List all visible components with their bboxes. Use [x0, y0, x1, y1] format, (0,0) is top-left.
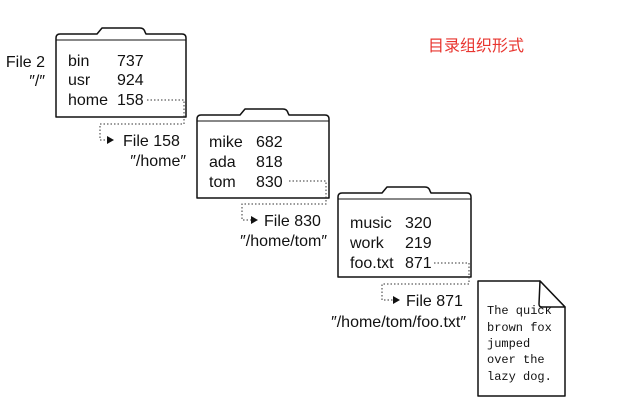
- root-file-label: File 2: [6, 54, 45, 71]
- entry-inode: 924: [117, 72, 144, 89]
- entry-inode: 682: [256, 134, 283, 151]
- entry-name: tom: [209, 174, 236, 191]
- entry-name: ada: [209, 154, 236, 171]
- arrow-icon: [393, 296, 400, 304]
- arrow-icon: [251, 216, 258, 224]
- directory-folder-home: mike 682 ada 818 tom 830: [196, 108, 330, 199]
- folder-icon: [337, 186, 472, 278]
- document-line: The quick: [487, 304, 552, 318]
- file-label: File 871: [406, 293, 463, 310]
- entry-name: bin: [68, 53, 89, 70]
- document-icon: [477, 280, 566, 397]
- directory-path-label: ″/home/tom″: [240, 233, 327, 250]
- entry-inode: 219: [405, 235, 432, 252]
- document-line: over the: [487, 353, 545, 367]
- file-document: The quick brown fox jumped over the lazy…: [477, 280, 566, 397]
- folder-icon: [196, 108, 330, 199]
- connector-line: [241, 180, 327, 221]
- entry-name: foo.txt: [350, 255, 394, 272]
- entry-inode: 830: [256, 174, 283, 191]
- entry-name: music: [350, 215, 392, 232]
- arrow-icon: [107, 136, 114, 144]
- entry-name: mike: [209, 134, 243, 151]
- directory-path-label: ″/home″: [130, 153, 186, 170]
- entry-inode: 320: [405, 215, 432, 232]
- directory-file-label: File 830: [264, 213, 321, 230]
- entry-inode: 818: [256, 154, 283, 171]
- document-line: brown fox: [487, 321, 552, 335]
- connector-line: [99, 99, 185, 141]
- file-path-label: ″/home/tom/foo.txt″: [331, 314, 466, 331]
- connector-line: [381, 262, 470, 301]
- entry-name: usr: [68, 72, 91, 89]
- document-line: jumped: [487, 337, 530, 351]
- page-fold-icon: [538, 280, 566, 308]
- entry-name: home: [68, 92, 108, 109]
- entry-name: work: [349, 235, 385, 252]
- entry-inode: 737: [117, 53, 144, 70]
- directory-folder-root: bin 737 usr 924 home 158: [55, 27, 187, 118]
- directory-folder-tom: music 320 work 219 foo.txt 871: [337, 186, 472, 278]
- root-path-label: ″/″: [29, 73, 45, 90]
- folder-icon: [55, 27, 187, 118]
- entry-inode: 158: [117, 92, 144, 109]
- diagram-title: 目录组织形式: [428, 36, 524, 55]
- entry-inode: 871: [405, 255, 432, 272]
- document-line: lazy dog.: [487, 370, 552, 384]
- directory-file-label: File 158: [123, 133, 180, 150]
